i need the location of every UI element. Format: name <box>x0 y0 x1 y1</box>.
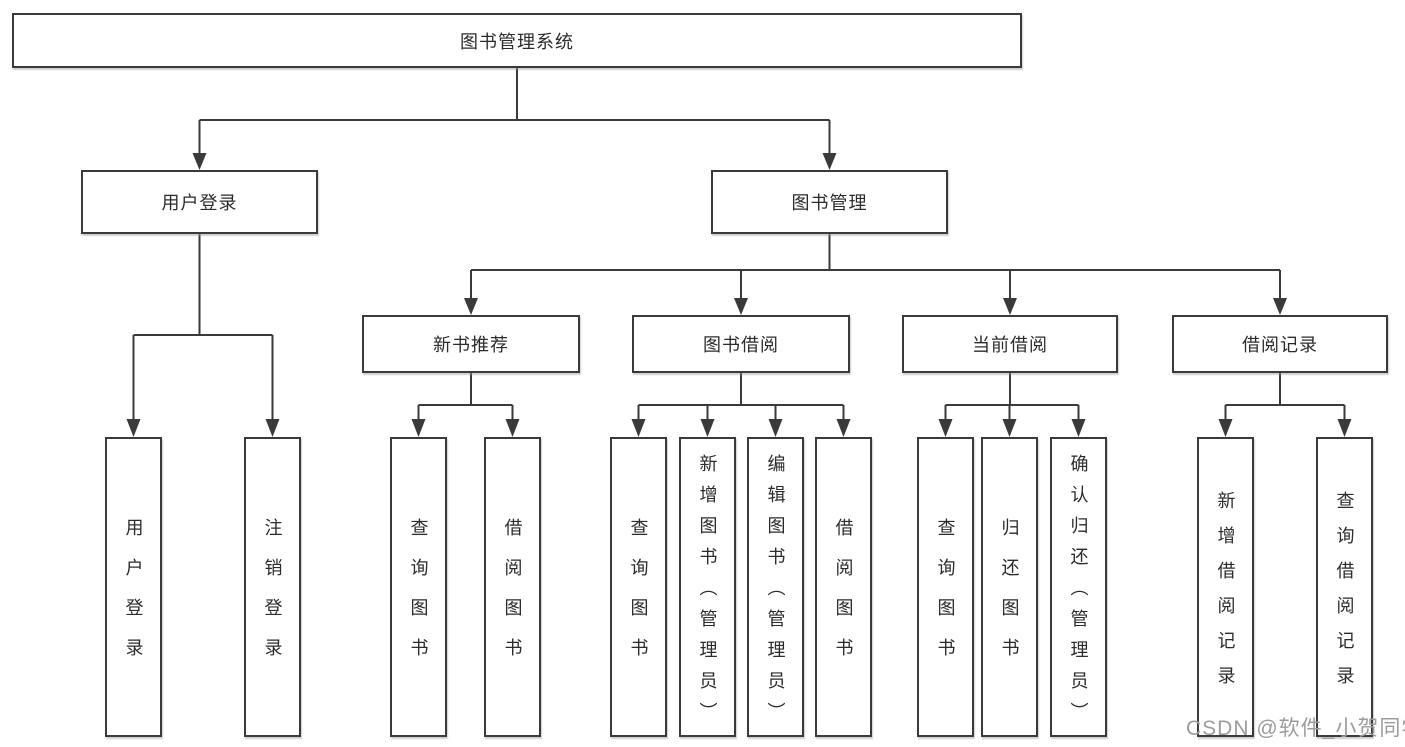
node-book-borrow-label: 图书借阅 <box>703 335 779 355</box>
node-borrow-records: 借阅记录 <box>1172 315 1388 373</box>
node-borrow-records-label: 借阅记录 <box>1242 335 1318 355</box>
node-current-borrow: 当前借阅 <box>902 315 1118 373</box>
leaf-edit-books-admin: 编辑图书（管理员） <box>747 437 804 737</box>
node-new-book-recommend: 新书推荐 <box>362 315 580 373</box>
leaf-borrow-books: 借阅图书 <box>815 437 872 737</box>
node-new-book-recommend-label: 新书推荐 <box>433 335 509 355</box>
leaf-recommend-borrow-books: 借阅图书 <box>484 437 541 737</box>
leaf-recommend-query-books: 查询图书 <box>390 437 447 737</box>
node-current-borrow-label: 当前借阅 <box>972 335 1048 355</box>
node-book-management-label: 图书管理 <box>791 193 868 213</box>
leaf-add-borrow-record: 新增借阅记录 <box>1197 437 1254 737</box>
leaf-logout: 注销登录 <box>244 437 301 737</box>
leaf-add-books-admin: 新增图书（管理员） <box>679 437 736 737</box>
node-book-borrow: 图书借阅 <box>632 315 850 373</box>
leaf-borrow-query-books: 查询图书 <box>610 437 667 737</box>
node-user-login-label: 用户登录 <box>161 193 238 213</box>
node-root-label: 图书管理系统 <box>460 31 574 52</box>
leaf-confirm-return-admin: 确认归还（管理员） <box>1050 437 1107 737</box>
node-user-login: 用户登录 <box>81 170 318 234</box>
arrowheads <box>126 153 1352 437</box>
node-root-system: 图书管理系统 <box>12 13 1022 68</box>
csdn-watermark: CSDN @软件_小贺同学 <box>1186 717 1405 740</box>
leaf-query-borrow-record: 查询借阅记录 <box>1316 437 1373 737</box>
leaf-current-query-books: 查询图书 <box>917 437 974 737</box>
node-book-management: 图书管理 <box>711 170 948 234</box>
leaf-return-books: 归还图书 <box>981 437 1038 737</box>
leaf-user-login: 用户登录 <box>105 437 162 737</box>
